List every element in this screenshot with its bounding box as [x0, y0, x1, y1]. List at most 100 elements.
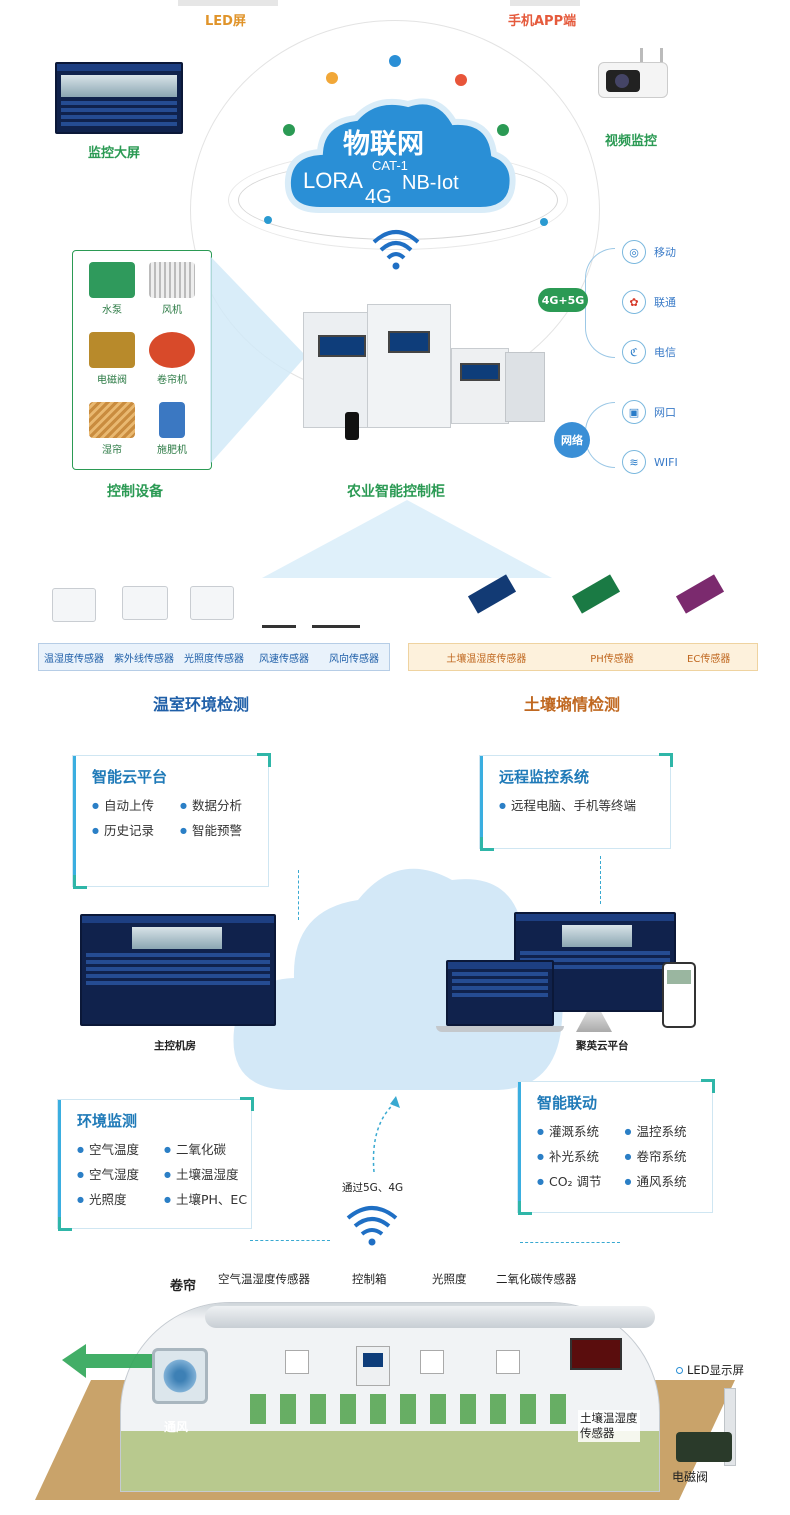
cloud-item-history: 历史记录 [92, 820, 180, 839]
device-fertilizer: 施肥机 [142, 402, 202, 456]
env-item-ph-ec: 土壤PH、EC [164, 1189, 251, 1208]
airflow-arrow-icon [62, 1344, 158, 1378]
cyan-dot-right [540, 218, 548, 226]
cabinet-2 [367, 304, 451, 428]
main-room-screen [80, 914, 276, 1026]
green-dot-left [283, 124, 295, 136]
cabinet-3 [451, 348, 509, 424]
china-mobile-icon: ◎ [622, 240, 646, 264]
linkage-irrigation: 灌溉系统 [537, 1121, 625, 1140]
roof-curtain [205, 1306, 655, 1328]
wifi-small-icon: ≋ [622, 450, 646, 474]
small-sensor [345, 412, 359, 440]
env-item-air-temp: 空气温度 [77, 1139, 164, 1158]
uplink-arrow [372, 1096, 400, 1173]
mobile-network-badge: 4G+5G [538, 288, 588, 312]
network-badge: 网络 [554, 422, 590, 458]
card-cloud-platform-title: 智能云平台 [92, 768, 168, 786]
gh-led-display [570, 1338, 622, 1370]
connector-4 [520, 1242, 620, 1243]
linkage-vent: 通风系统 [625, 1171, 713, 1190]
env-item-light: 光照度 [77, 1189, 164, 1208]
linkage-curtain: 卷帘系统 [625, 1146, 713, 1165]
gh-light-label: 光照度 [432, 1272, 467, 1286]
gh-air-sensor-label: 空气温湿度传感器 [218, 1272, 310, 1286]
sensor-pic-2 [122, 586, 168, 620]
soil-probe-1 [467, 574, 517, 614]
sensor-pic-1 [52, 588, 96, 622]
linkage-co2: CO₂ 调节 [537, 1171, 625, 1190]
beam-bottom [262, 500, 552, 578]
plants-row [250, 1394, 570, 1424]
big-cloud [233, 868, 563, 1090]
wifi-icon [372, 230, 420, 270]
cyan-dot-left [264, 216, 272, 224]
card-cloud-platform: 智能云平台 自动上传 数据分析 历史记录 智能预警 [73, 753, 271, 889]
gh-sensor-3 [496, 1350, 520, 1374]
device-solenoid-valve: 电磁阀 [82, 332, 142, 386]
monitor-big-screen [55, 62, 183, 134]
remote-item-terminal: 远程电脑、手机等终端 [499, 795, 670, 814]
gh-led-label: LED显示屏 [676, 1362, 744, 1378]
card-env-title: 环境监测 [77, 1112, 138, 1130]
beam-left [210, 256, 306, 464]
gh-valve-label: 电磁阀 [672, 1470, 709, 1484]
ethernet-port-icon: ▣ [622, 400, 646, 424]
cloud-title: 物联网 [343, 129, 424, 159]
pointer-dot-icon [676, 1366, 683, 1374]
monitor-stand [576, 1012, 612, 1032]
gh-control-box [356, 1346, 390, 1386]
soil-detect-title: 土壤墒情检测 [524, 695, 621, 714]
cloud-cat1: CAT-1 [372, 158, 408, 173]
cloud-lora: LORA [303, 168, 363, 193]
soil-probe-2 [571, 574, 621, 614]
green-dot-right [497, 124, 509, 136]
cloud-item-upload: 自动上传 [92, 795, 180, 814]
iot-cloud-icon [284, 98, 516, 213]
gh-curtain-label: 卷帘 [170, 1279, 197, 1294]
juying-phone [662, 962, 696, 1028]
carrier-mobile: ◎移动 [622, 240, 676, 264]
red-dot [455, 74, 467, 86]
card-linkage-title: 智能联动 [537, 1094, 598, 1112]
cloud-4g: 4G [365, 186, 392, 208]
control-devices-title: 控制设备 [107, 484, 163, 500]
connector-1 [298, 870, 299, 920]
net-wifi: ≋WIFI [622, 450, 678, 474]
card-smart-linkage: 智能联动 灌溉系统 温控系统 补光系统 卷帘系统 CO₂ 调节 通风系统 [518, 1079, 715, 1215]
linkage-temp: 温控系统 [625, 1121, 713, 1140]
mobile-app-label: 手机APP端 [508, 14, 577, 29]
orange-dot [326, 72, 338, 84]
anemometer-icon [262, 588, 296, 628]
cabinet-4 [505, 352, 545, 422]
env-detect-title: 温室环境检测 [153, 695, 250, 714]
gh-valve-icon [676, 1432, 732, 1462]
env-item-soil: 土壤温湿度 [164, 1164, 251, 1183]
env-sensor-strip: 温湿度传感器紫外线传感器光照度传感器风速传感器风向传感器 [38, 643, 390, 671]
card-env-monitor: 环境监测 空气温度 二氧化碳 空气湿度 土壤温湿度 光照度 土壤PH、EC [58, 1097, 254, 1231]
main-room-label: 主控机房 [154, 1040, 196, 1052]
via-label: 通过5G、4G [342, 1182, 404, 1194]
juying-laptop [446, 960, 554, 1026]
wind-vane-icon [312, 588, 360, 628]
fan-icon [152, 1348, 208, 1404]
juying-label: 聚英云平台 [576, 1040, 629, 1052]
gh-control-box-label: 控制箱 [352, 1272, 387, 1286]
gh-sensor-1 [285, 1350, 309, 1374]
china-unicom-icon: ✿ [622, 290, 646, 314]
card-remote-monitor: 远程监控系统 远程电脑、手机等终端 [480, 753, 673, 851]
card-remote-title: 远程监控系统 [499, 768, 590, 786]
led-screen-device [178, 0, 278, 6]
video-monitor-label: 视频监控 [605, 134, 658, 149]
net-port: ▣网口 [622, 400, 676, 424]
device-water-pump: 水泵 [82, 262, 142, 316]
connector-3 [250, 1240, 330, 1241]
cloud-nbiot: NB-Iot [402, 172, 459, 194]
mobile-device [510, 0, 580, 6]
device-wet-curtain: 湿帘 [82, 402, 142, 456]
gh-co2-label: 二氧化碳传感器 [496, 1272, 577, 1286]
gh-soil-sensor-label: 土壤温湿度传感器 [578, 1410, 640, 1442]
carrier-unicom: ✿联通 [622, 290, 676, 314]
network-bracket-top [585, 248, 615, 358]
